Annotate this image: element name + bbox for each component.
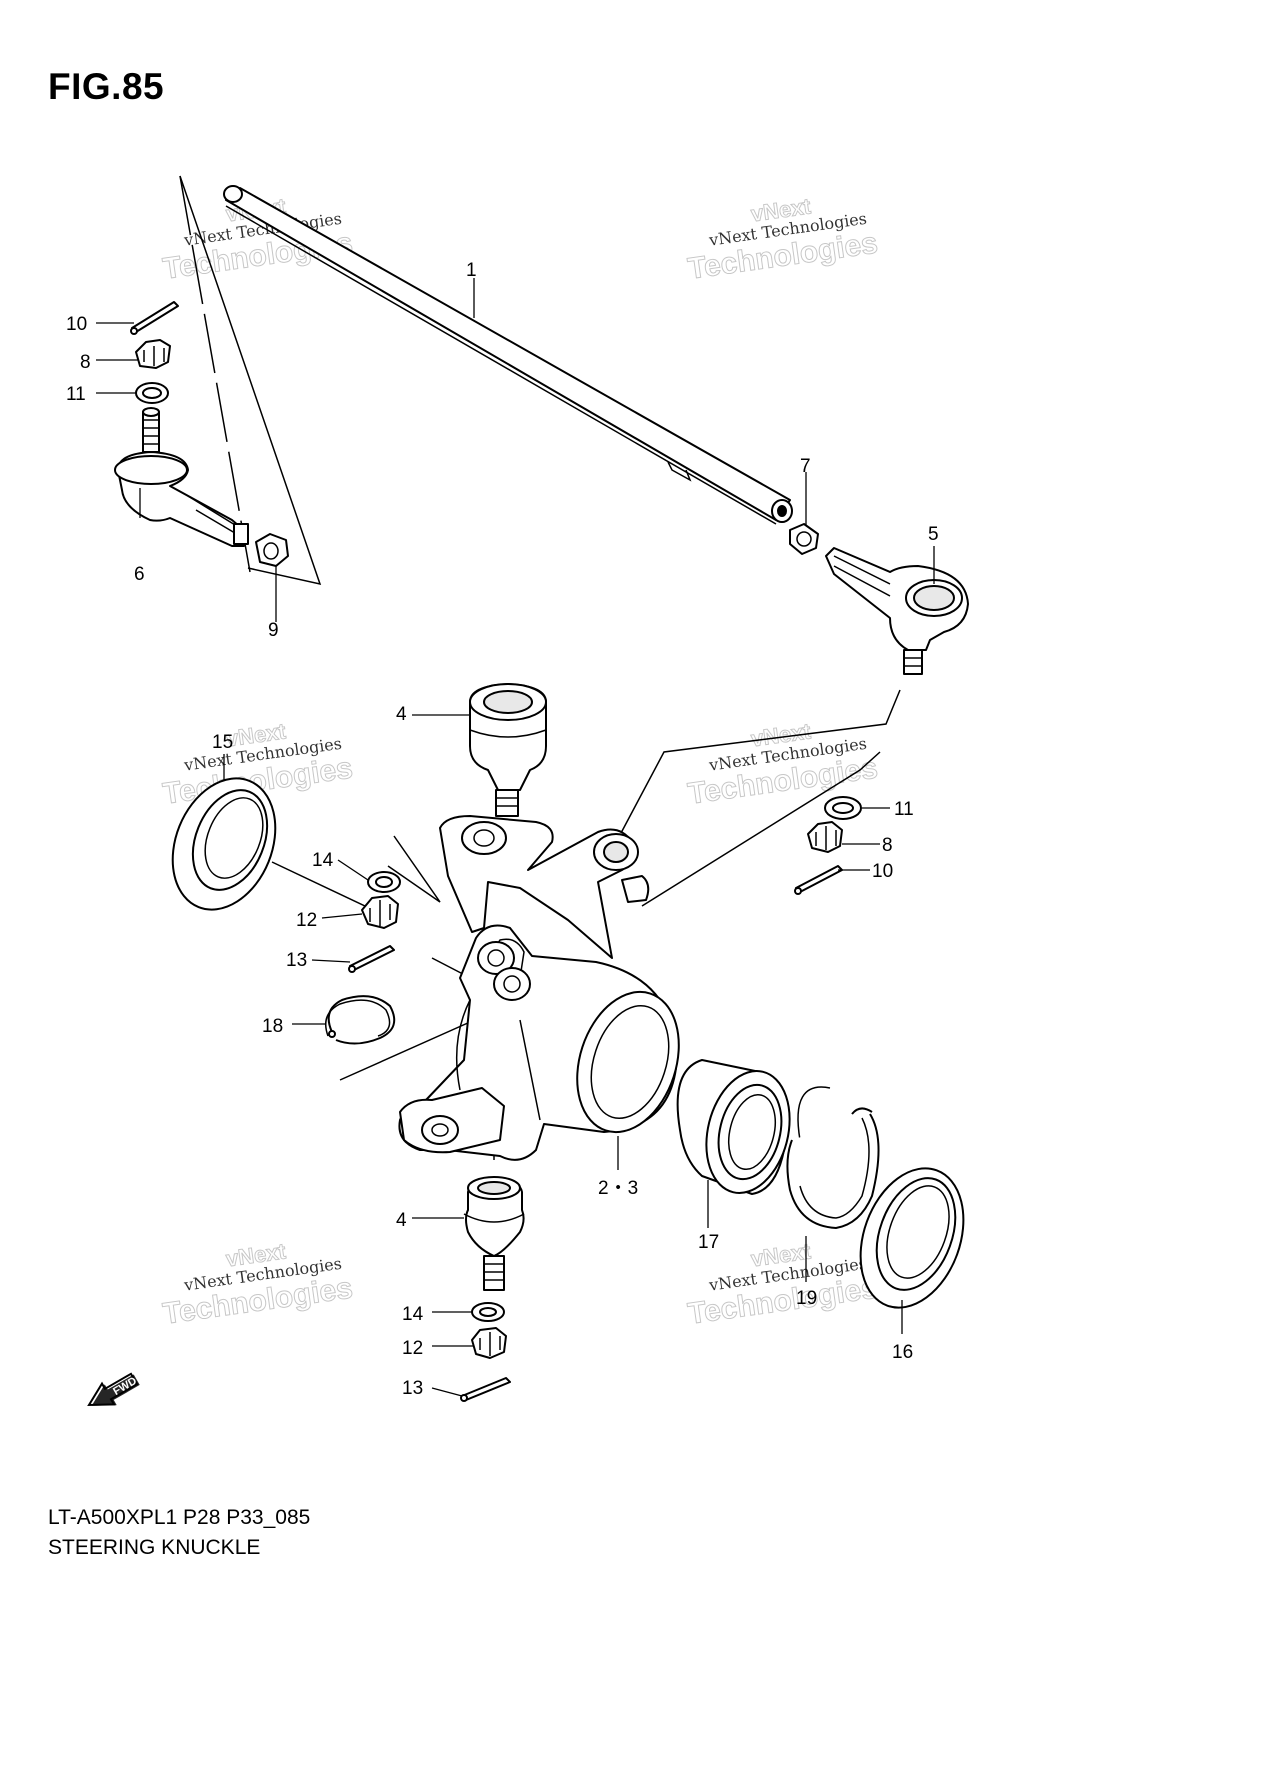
tie-rod-part-1 bbox=[223, 185, 793, 525]
washer-left-part-11 bbox=[135, 382, 169, 404]
washer-top-part-14 bbox=[367, 871, 401, 893]
seal-part-15 bbox=[171, 777, 277, 911]
nut-part-7 bbox=[789, 523, 819, 555]
guide-line-left-upper-hardware bbox=[387, 835, 441, 903]
leader-lines bbox=[96, 278, 935, 1397]
nut-part-9 bbox=[255, 533, 289, 567]
section-title-caption: STEERING KNUCKLE bbox=[48, 1536, 261, 1559]
callout-6: 6 bbox=[134, 564, 145, 585]
fwd-direction-arrow: FWD bbox=[87, 1372, 140, 1407]
cotter-pin-top-part-13 bbox=[348, 945, 395, 973]
callout-11-right: 11 bbox=[894, 799, 914, 820]
bearing-part-17 bbox=[676, 1059, 791, 1195]
fwd-label: FWD bbox=[111, 1375, 139, 1398]
cotter-pin-right-part-10 bbox=[794, 865, 843, 895]
callout-2-3: 2・3 bbox=[598, 1178, 638, 1199]
callout-18: 18 bbox=[262, 1016, 283, 1037]
washer-bottom-part-14 bbox=[471, 1302, 505, 1322]
figure-title: FIG.85 bbox=[48, 66, 165, 107]
callout-10-right: 10 bbox=[872, 861, 893, 882]
seal-part-16 bbox=[859, 1167, 965, 1309]
callout-labels: 1 10 8 11 6 9 7 5 4 15 11 8 10 14 12 13 … bbox=[66, 260, 939, 1399]
callout-4-bottom: 4 bbox=[396, 1210, 407, 1231]
callout-1: 1 bbox=[466, 260, 477, 281]
guide-line-right-hardware bbox=[641, 751, 881, 907]
callout-9: 9 bbox=[268, 620, 279, 641]
callout-13-bottom: 13 bbox=[402, 1378, 423, 1399]
callout-19: 19 bbox=[796, 1288, 817, 1309]
tie-rod-end-right-part-5 bbox=[825, 547, 969, 675]
cotter-pin-bottom-part-13 bbox=[460, 1377, 511, 1402]
guide-line-right-tie-rod bbox=[611, 689, 901, 851]
callout-7: 7 bbox=[800, 456, 811, 477]
callout-14-top: 14 bbox=[312, 850, 334, 871]
washer-right-part-11 bbox=[824, 796, 862, 820]
callout-11-left: 11 bbox=[66, 384, 86, 405]
castle-nut-top-part-12 bbox=[361, 895, 399, 929]
callout-5: 5 bbox=[928, 524, 939, 545]
callout-10-left: 10 bbox=[66, 314, 87, 335]
cotter-pin-left-part-10 bbox=[130, 301, 179, 335]
callout-13-top: 13 bbox=[286, 950, 307, 971]
ball-joint-bottom-part-4 bbox=[463, 1176, 525, 1291]
callout-17: 17 bbox=[698, 1232, 719, 1253]
ball-joint-top-part-4 bbox=[469, 683, 547, 817]
callout-14-bottom: 14 bbox=[402, 1304, 424, 1325]
callout-8-right: 8 bbox=[882, 835, 893, 856]
circlip-part-18 bbox=[325, 995, 396, 1045]
callout-16: 16 bbox=[892, 1342, 913, 1363]
guide-line-left-tie-rod bbox=[179, 175, 322, 586]
castle-nut-right-part-8 bbox=[807, 821, 843, 853]
callout-8-left: 8 bbox=[80, 352, 91, 373]
guide-line-left-tie-rod-dash bbox=[179, 175, 251, 573]
callout-4-top: 4 bbox=[396, 704, 407, 725]
callout-12-top: 12 bbox=[296, 910, 317, 931]
callout-12-bottom: 12 bbox=[402, 1338, 423, 1359]
castle-nut-bottom-part-12 bbox=[471, 1327, 507, 1359]
circlip-part-19 bbox=[786, 1086, 880, 1229]
model-code-caption: LT-A500XPL1 P28 P33_085 bbox=[48, 1506, 311, 1529]
tie-rod-end-left-part-6 bbox=[114, 407, 249, 547]
steering-knuckle-part-2-3 bbox=[398, 815, 680, 1161]
callout-15: 15 bbox=[212, 732, 233, 753]
castle-nut-left-part-8 bbox=[135, 339, 171, 369]
